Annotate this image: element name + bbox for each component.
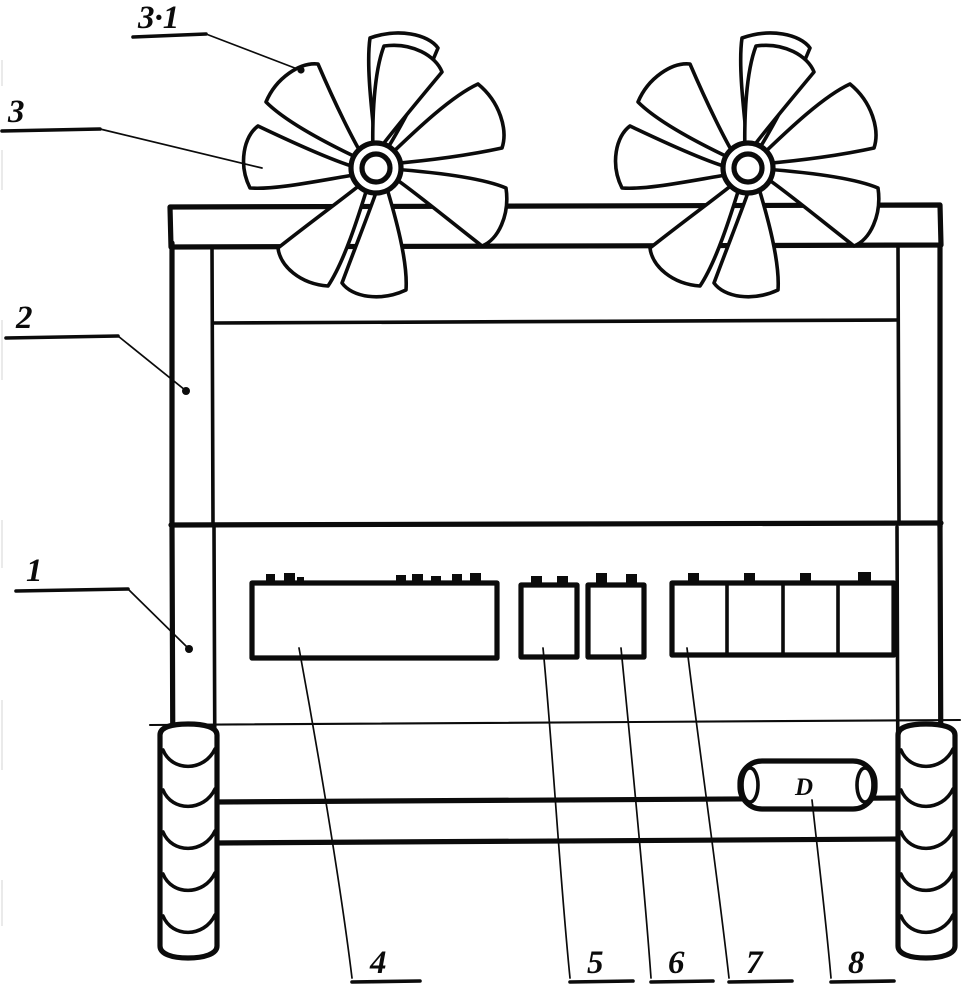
wheel-left-tread-5 [161,913,217,935]
ref-underline-3 [0,127,102,133]
ref-underline-4 [350,979,422,984]
leader-dot-2 [182,387,190,395]
rotor-left-blade-8 [370,43,444,157]
wheel-left-tread-4 [161,871,217,893]
wheel-left-tire [157,721,220,961]
ref-underline-1 [14,587,130,593]
aux-cell-6 [585,573,647,660]
ref-underline-5 [568,979,635,984]
battery-bank-main-body [249,580,500,661]
leader-line-7 [686,647,730,979]
ref-label-5: 5 [587,945,604,981]
ref-underline-2 [4,334,120,340]
wheel-left-tread-2 [161,787,217,809]
tank-D-end-cap-right [855,766,875,804]
tank-D-body [737,758,878,812]
rotor-right-blade-2 [759,82,878,166]
ref-underline-7 [727,979,794,984]
rotor-left-blades [241,31,509,299]
rotor-left-hub-bore [359,151,393,185]
aux-cell-6-body [585,582,647,660]
rotor-left-blade-2 [387,82,506,166]
rotor-left-blade-5 [276,178,371,288]
rotor-right-hub-bore [731,151,765,185]
wheel-right-tread-4 [899,871,955,893]
battery-cell-array-terminals [688,572,871,584]
rotor-right [613,31,881,299]
tank-D-marking: D [794,774,813,801]
frame-left-post-inner [210,245,215,527]
wheel-left-tread-1 [161,747,217,769]
frame-lower-cross-rail [168,520,944,528]
rotor-right-blade-4 [712,179,781,299]
leader-lines [99,33,832,979]
aux-cell-5 [518,576,580,660]
wheel-right-tread-1 [899,747,955,769]
wheel-left [157,721,220,961]
rotor-right-blade-6 [613,124,736,191]
ref-underline-6 [649,979,715,984]
rotor-left-blade-4 [340,179,409,299]
tank-D-end-cap-left [740,766,760,804]
rotor-left-blade-3 [388,167,509,248]
leader-line-5 [542,647,571,979]
rotor-right-blade-7 [636,62,738,162]
leader-line-3-1 [205,33,301,71]
rotor-right-blade-3 [760,167,881,248]
battery-cell-array [669,572,897,658]
wheel-right-tire [895,721,958,961]
leader-line-3 [99,128,263,169]
aux-cell-5-body [518,582,580,660]
reference-numerals: 3·1 3 2 1 4 5 6 7 8 [0,0,896,984]
rotor-left-blade-7 [264,62,366,162]
aux-cell-5-terminal-a [531,576,542,586]
aux-cell-6-terminal-b [626,574,637,586]
ref-label-3-1: 3·1 [137,0,179,36]
ref-underline-8 [829,979,896,984]
wheel-left-tread-3 [161,829,217,851]
ref-label-8: 8 [848,945,865,981]
tank-D: D [737,758,878,812]
rotor-right-blades [613,31,881,299]
leader-dot-3-1 [297,66,305,74]
frame-right-post-inner [896,245,901,526]
ref-label-1: 1 [26,553,43,589]
ref-label-7: 7 [746,945,764,981]
ref-label-2: 2 [15,300,33,336]
aux-cell-5-terminal-b [557,576,568,586]
leader-dot-1 [185,645,193,653]
leader-line-6 [620,647,652,979]
battery-bank-main [249,573,500,661]
scan-edge-artifacts [1,60,3,926]
leader-line-2 [117,335,186,391]
wheel-right [895,721,958,961]
aux-cell-6-terminal-a [596,573,607,586]
wheel-right-tread-2 [899,787,955,809]
leader-line-4 [298,647,353,979]
wheel-right-tread-3 [899,829,955,851]
rotor-left [241,31,509,299]
wheel-right-tread-5 [899,913,955,935]
frame-upper-cross-rail [211,318,899,325]
frame-axle-rail-bottom [212,836,903,846]
leader-line-1 [127,588,189,649]
rotor-right-blade-8 [742,43,816,157]
ref-underline-3-1 [131,32,208,39]
ref-label-3: 3 [7,94,25,130]
rotor-right-blade-5 [648,178,743,288]
ref-label-6: 6 [668,945,685,981]
battery-bank-main-terminals [266,573,481,584]
rotor-left-blade-6 [241,124,364,191]
frame-deck-rail [148,718,962,727]
ref-label-4: 4 [369,945,387,981]
leader-line-8 [811,799,832,979]
